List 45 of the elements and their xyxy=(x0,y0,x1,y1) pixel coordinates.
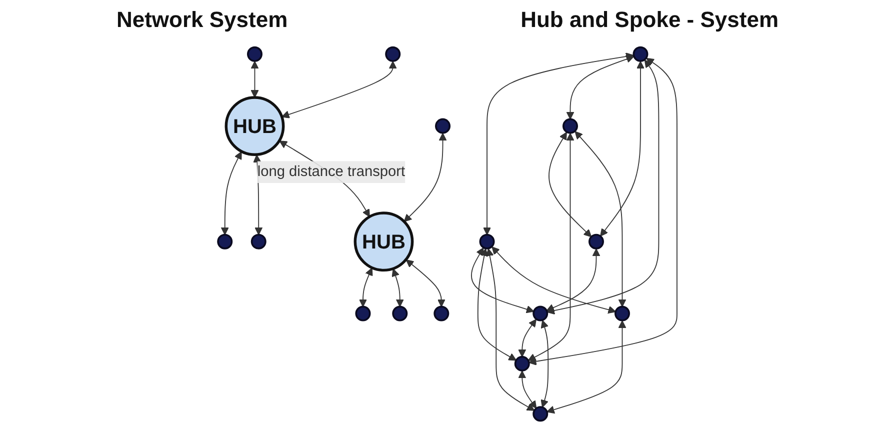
node-circle xyxy=(562,118,578,134)
node-circle xyxy=(435,118,451,134)
node-circle xyxy=(434,306,450,322)
arrow xyxy=(281,60,397,118)
arrow xyxy=(477,248,517,361)
arrow xyxy=(528,58,678,366)
node-circle xyxy=(479,234,495,250)
arrow xyxy=(358,268,373,308)
arrow xyxy=(600,60,644,237)
arrow xyxy=(528,132,574,361)
arrow xyxy=(486,248,535,411)
node-circle xyxy=(392,306,408,322)
node-circle xyxy=(246,46,262,62)
node-circle xyxy=(385,46,401,62)
node-circle: HUB xyxy=(224,96,285,156)
node-circle xyxy=(532,406,548,422)
node-circle: HUB xyxy=(354,212,414,272)
node-circle xyxy=(217,234,233,250)
arrow xyxy=(392,268,404,308)
arrow xyxy=(566,55,634,120)
arrow xyxy=(404,132,447,222)
edge-label: long distance transport xyxy=(257,164,406,180)
node-circle xyxy=(355,306,371,322)
node-circle xyxy=(532,306,548,322)
arrow xyxy=(540,320,549,408)
node-circle xyxy=(614,306,630,322)
arrow xyxy=(548,132,592,238)
arrow xyxy=(546,320,626,414)
arrow xyxy=(574,131,626,308)
section-heading: Network System xyxy=(116,7,288,33)
arrow xyxy=(250,60,259,98)
arrow xyxy=(406,260,446,308)
arrow xyxy=(546,248,600,312)
arrow xyxy=(220,151,242,236)
arrow xyxy=(492,246,616,314)
arrow xyxy=(546,60,660,315)
arrow xyxy=(518,318,536,358)
node-circle xyxy=(514,356,530,372)
arrow xyxy=(518,370,537,409)
arrow xyxy=(471,247,534,314)
node-circle xyxy=(250,234,266,250)
section-heading: Hub and Spoke - System xyxy=(520,7,779,33)
node-circle xyxy=(632,46,648,62)
arrow xyxy=(483,52,634,236)
node-circle xyxy=(588,234,604,250)
